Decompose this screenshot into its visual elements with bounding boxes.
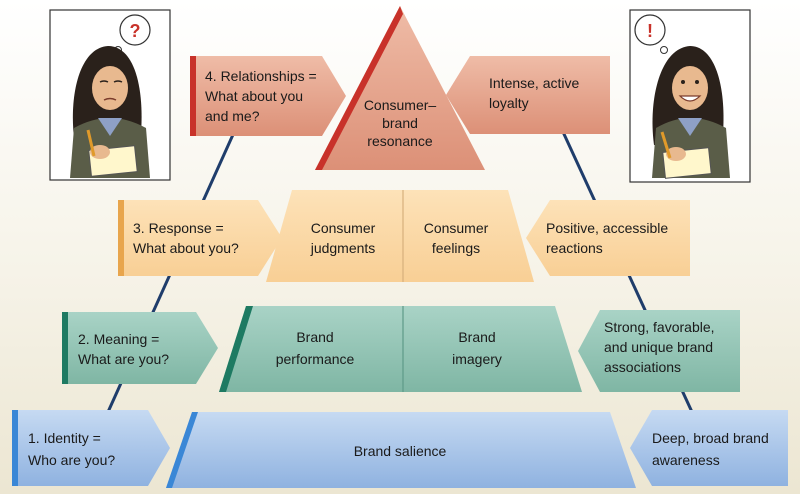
consumer-judgments-cell: Consumer judgments [310, 220, 376, 256]
question-mark-icon: ? [130, 21, 141, 41]
response-goal-line1: Positive, accessible [546, 220, 668, 236]
resonance-line1: Consumer– [364, 97, 437, 113]
brand-imagery-cell: Brand imagery [452, 329, 502, 367]
identity-goal-line1: Deep, broad brand [652, 430, 769, 446]
relationships-question-tag: 4. Relationships = What about you and me… [190, 56, 346, 136]
response-question-tag: 3. Response = What about you? [118, 200, 282, 276]
identity-goal-line2: awareness [652, 452, 720, 468]
consumer-feelings-line2: feelings [432, 240, 480, 256]
meaning-goal-line3: associations [604, 359, 681, 375]
consumer-feelings-line1: Consumer [424, 220, 489, 236]
relationships-goal-line1: Intense, active [489, 75, 579, 91]
meaning-question-line1: 2. Meaning = [78, 331, 159, 347]
meaning-goal-tag: Strong, favorable, and unique brand asso… [578, 310, 740, 392]
brand-performance-line2: performance [276, 351, 355, 367]
identity-goal-tag: Deep, broad brand awareness [630, 410, 788, 486]
brand-performance-cell: Brand performance [276, 329, 355, 367]
relationships-question-line1: 4. Relationships = [205, 68, 317, 84]
brand-performance-line1: Brand [296, 329, 333, 345]
response-question-line2: What about you? [133, 240, 239, 256]
brand-imagery-line2: imagery [452, 351, 502, 367]
loyal-consumer-illustration: ! [629, 9, 751, 183]
response-question-line1: 3. Response = [133, 220, 224, 236]
exclamation-bubble: ! [634, 14, 675, 63]
identity-question-line2: Who are you? [28, 452, 115, 468]
brand-salience-label: Brand salience [354, 443, 447, 459]
resonance-line3: resonance [367, 133, 433, 149]
identity-question-tag: 1. Identity = Who are you? [12, 410, 170, 486]
identity-question-line1: 1. Identity = [28, 430, 101, 446]
relationships-goal-line2: loyalty [489, 95, 529, 111]
brand-imagery-line1: Brand [458, 329, 495, 345]
meaning-goal-line1: Strong, favorable, [604, 319, 715, 335]
brand-salience-block: Brand salience [166, 412, 636, 488]
relationships-question-line2: What about you [205, 88, 303, 104]
resonance-line2: brand [382, 115, 418, 131]
consumer-feelings-cell: Consumer feelings [424, 220, 489, 256]
meaning-goal-line2: and unique brand [604, 339, 713, 355]
consumer-judgments-line1: Consumer [311, 220, 376, 236]
response-block: Consumer judgments Consumer feelings [266, 190, 534, 282]
exclamation-mark-icon: ! [647, 21, 653, 41]
resonance-block: Consumer– brand resonance [315, 6, 485, 170]
consumer-judgments-line2: judgments [310, 240, 376, 256]
meaning-block: Brand performance Brand imagery [219, 306, 582, 392]
response-goal-tag: Positive, accessible reactions [526, 200, 690, 276]
relationships-goal-tag: Intense, active loyalty [446, 56, 610, 134]
confused-consumer-illustration: ? [49, 9, 171, 181]
response-goal-line2: reactions [546, 240, 603, 256]
relationships-question-line3: and me? [205, 108, 260, 124]
meaning-question-tag: 2. Meaning = What are you? [62, 312, 218, 384]
meaning-question-line2: What are you? [78, 351, 169, 367]
